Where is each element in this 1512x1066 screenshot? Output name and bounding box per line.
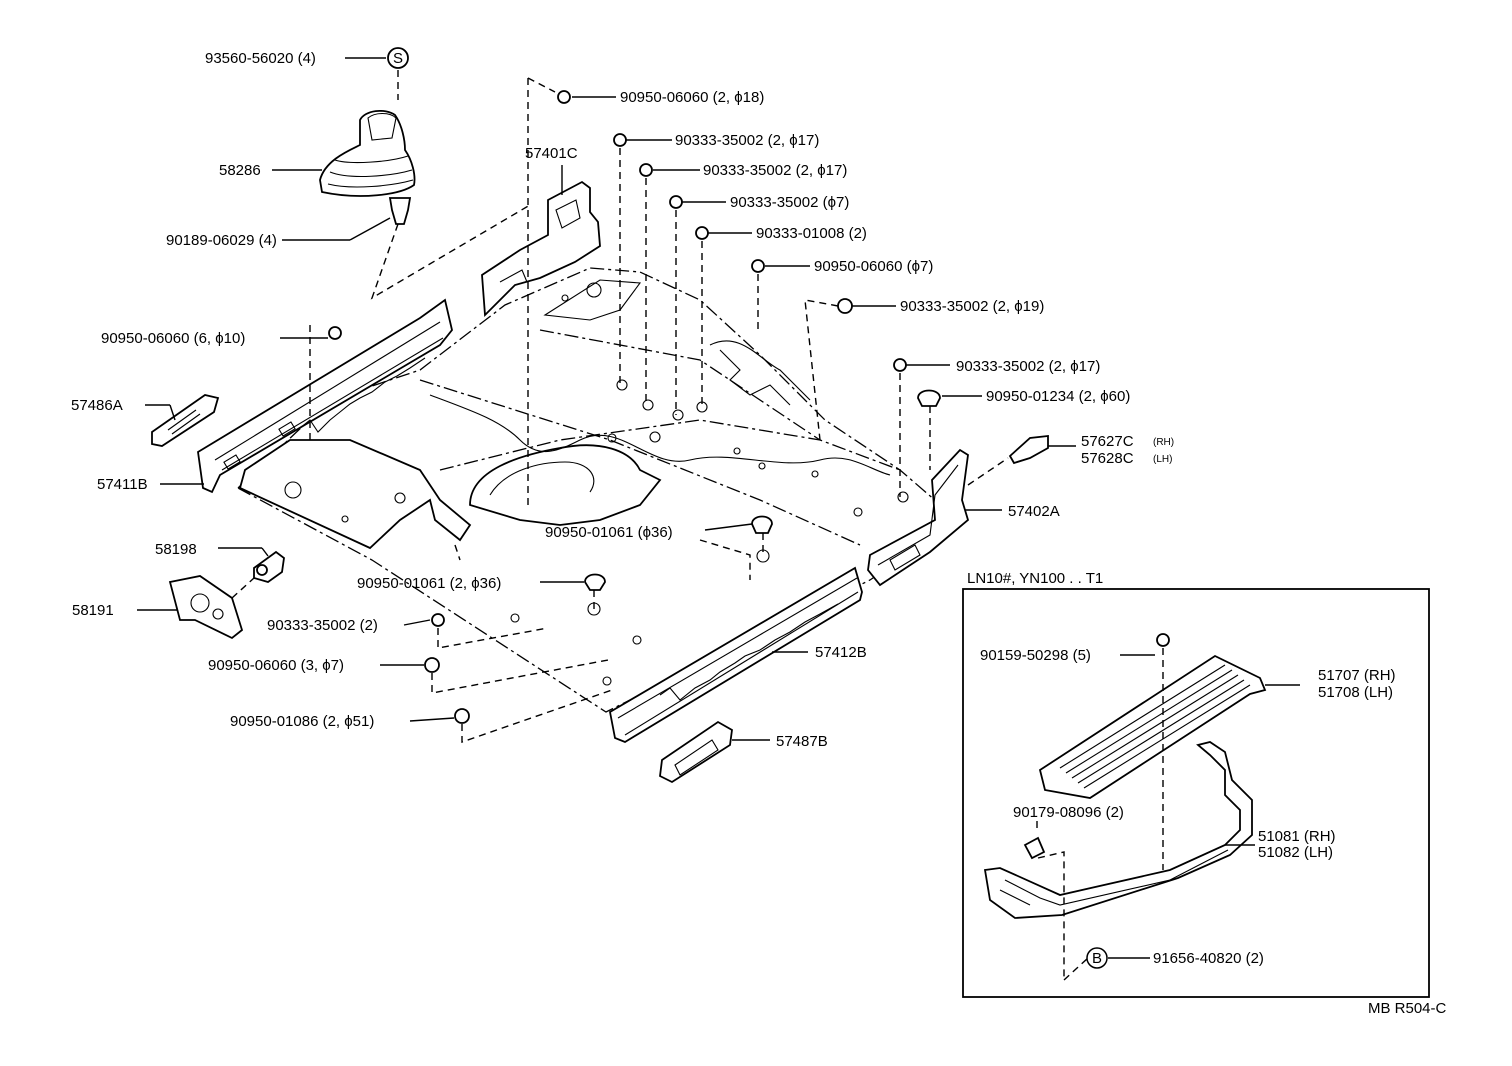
callout-57402a: 57402A [1008, 503, 1060, 520]
inset-panel [962, 588, 1430, 998]
callout-57628c: 57628C [1081, 450, 1134, 467]
callout-57627c-side: (RH) [1153, 437, 1174, 448]
callout-90950-06060-10: 90950-06060 (6, ϕ10) [101, 330, 245, 347]
callout-90333-01008: 90333-01008 (2) [756, 225, 867, 242]
inset-title: LN10#, YN100 . . T1 [967, 570, 1103, 587]
callout-58191: 58191 [72, 602, 114, 619]
callout-90950-01234: 90950-01234 (2, ϕ60) [986, 388, 1130, 405]
callout-90950-06060-18: 90950-06060 (2, ϕ18) [620, 89, 764, 106]
left-side-rail-57411b [197, 298, 453, 494]
callout-57411b: 57411B [97, 476, 148, 493]
leader-lines [137, 57, 1076, 741]
scuff-plate-57487b [659, 720, 733, 784]
callout-90333-35002-c: 90333-35002 (ϕ7) [730, 194, 849, 211]
callout-90333-35002-f: 90333-35002 (2) [267, 617, 378, 634]
callout-57627c: 57627C [1081, 433, 1134, 450]
callout-58198: 58198 [155, 541, 197, 558]
fasteners [256, 90, 941, 724]
callout-90950-01061-2-36: 90950-01061 (2, ϕ36) [357, 575, 501, 592]
callout-58286: 58286 [219, 162, 261, 179]
callout-91656-40820: 91656-40820 (2) [1153, 950, 1264, 967]
callout-57487b: 57487B [776, 733, 828, 750]
shift-boot-58286 [319, 109, 416, 197]
callout-90333-35002-d: 90333-35002 (2, ϕ19) [900, 298, 1044, 315]
callout-90333-35002-a: 90333-35002 (2, ϕ17) [675, 132, 819, 149]
callout-93560-56020: 93560-56020 (4) [205, 50, 316, 67]
plate-58191 [168, 575, 244, 640]
right-side-rail-57412b [608, 566, 863, 744]
callout-90159-50298: 90159-50298 (5) [980, 647, 1091, 664]
scuff-plate-57486a [151, 394, 220, 447]
grab-handle-57627c [1008, 434, 1049, 465]
rear-rh-member-57402a [867, 448, 970, 587]
symbol-b-text: B [1092, 950, 1102, 967]
callout-90950-06060-3-7: 90950-06060 (3, ϕ7) [208, 657, 344, 674]
callout-57401c: 57401C [525, 145, 578, 162]
callout-90189-06029: 90189-06029 (4) [166, 232, 277, 249]
callout-90333-35002-b: 90333-35002 (2, ϕ17) [703, 162, 847, 179]
callout-51708: 51708 (LH) [1318, 684, 1393, 701]
callout-57486a: 57486A [71, 397, 123, 414]
callout-labels: 93560-56020 (4) 58286 90189-06029 (4) 90… [71, 50, 1447, 1017]
callout-51082: 51082 (LH) [1258, 844, 1333, 861]
dashed-guides [231, 70, 1009, 743]
callout-90950-06060-7: 90950-06060 (ϕ7) [814, 258, 933, 275]
bracket-57401c [481, 180, 601, 318]
callout-90333-35002-e: 90333-35002 (2, ϕ17) [956, 358, 1100, 375]
callout-51081: 51081 (RH) [1258, 828, 1336, 845]
callout-57412b: 57412B [815, 644, 867, 661]
symbol-s-text: S [393, 50, 403, 67]
callout-57628c-side: (LH) [1153, 454, 1172, 465]
symbol-s-badge: S [387, 47, 409, 69]
callout-90950-01061-36: 90950-01061 (ϕ36) [545, 524, 673, 541]
floor-pan [237, 267, 960, 713]
callout-90950-01086: 90950-01086 (2, ϕ51) [230, 713, 374, 730]
diagram-code: MB R504-C [1368, 1000, 1447, 1017]
callout-51707: 51707 (RH) [1318, 667, 1396, 684]
callout-90179-08096: 90179-08096 (2) [1013, 804, 1124, 821]
